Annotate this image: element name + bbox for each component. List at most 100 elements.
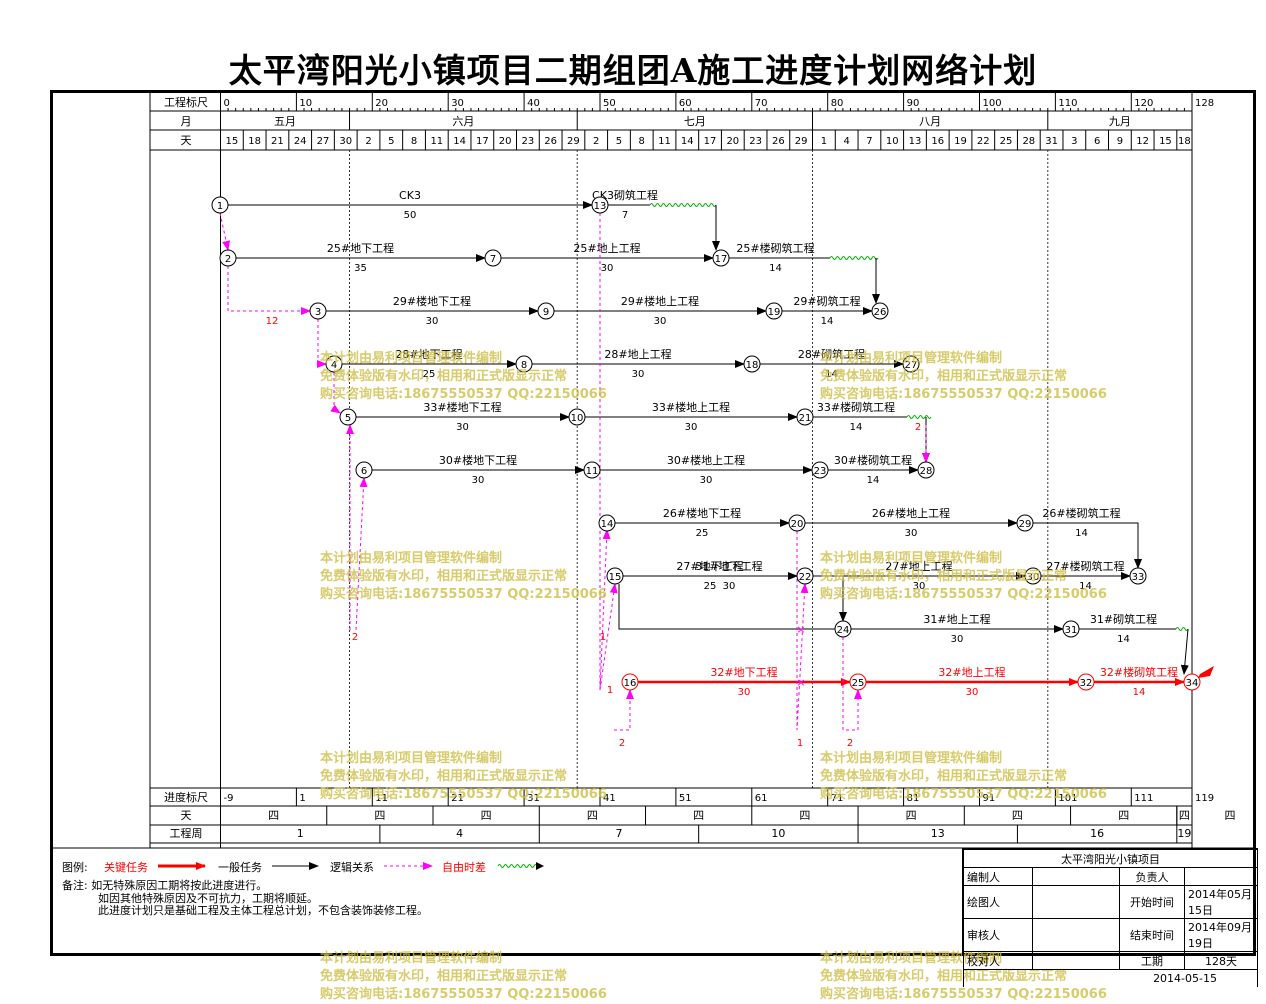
info-date: 2014-05-15 <box>963 969 1258 987</box>
progress-tick-label: 101 <box>1058 793 1077 804</box>
lag-label: 2 <box>847 738 853 749</box>
weekday-value: 四 <box>906 809 917 822</box>
task-name: 26#楼地下工程 <box>663 506 741 520</box>
network-node <box>583 461 601 479</box>
network-node <box>1077 673 1095 691</box>
end-flag-icon <box>1198 666 1214 678</box>
task-duration: 14 <box>821 316 834 327</box>
day-value: 9 <box>1117 136 1123 147</box>
info-project: 太平湾阳光小镇项目 <box>963 849 1258 868</box>
task-name: 31#砌筑工程 <box>1090 612 1157 626</box>
progress-tick-label: 11 <box>375 793 388 804</box>
logic-link <box>355 477 368 631</box>
task-duration: 14 <box>1117 634 1130 645</box>
task-duration: 30 <box>723 581 736 592</box>
progress-tick-label: -9 <box>224 793 234 804</box>
network-node <box>765 302 783 320</box>
week-value: 19 <box>1177 827 1191 840</box>
legend-general: 一般任务 <box>218 861 262 874</box>
task-duration: 30 <box>456 422 469 433</box>
node-label: 8 <box>521 360 527 371</box>
day-value: 16 <box>931 136 944 147</box>
lag-label: 1 <box>600 632 606 643</box>
day-value: 24 <box>294 136 307 147</box>
network-node <box>537 302 555 320</box>
node-label: 6 <box>361 466 367 477</box>
month-name: 五月 <box>274 115 296 128</box>
dependency-cross-marker: × <box>796 623 805 636</box>
info-responsible: 负责人 <box>1119 867 1185 886</box>
day-value: 10 <box>886 136 899 147</box>
day-value: 1 <box>821 136 827 147</box>
network-node <box>325 355 343 373</box>
day-value: 14 <box>453 136 466 147</box>
day-value: 11 <box>430 136 443 147</box>
task-duration: 30 <box>472 475 485 486</box>
info-checked-by: 校对人 <box>963 951 1033 970</box>
task-name: 27#地下工程 <box>676 560 743 573</box>
network-node <box>712 249 730 267</box>
month-name: 七月 <box>684 115 706 128</box>
task-duration: 7 <box>622 210 628 221</box>
node-label: 32 <box>1080 678 1093 689</box>
day-value: 27 <box>317 136 330 147</box>
task-duration: 25 <box>704 581 717 592</box>
task-duration: 14 <box>850 422 863 433</box>
notes: 备注: 如无特殊原因工期将按此进度进行。 如因其他特殊原因及不可抗力，工期将顺延… <box>62 879 428 918</box>
node-label: 16 <box>624 678 637 689</box>
task-name: 28#地上工程 <box>604 348 671 361</box>
legend-free-float: 自由时差 <box>442 861 486 874</box>
weekday-value: 四 <box>799 809 810 822</box>
node-label: 30 <box>1027 572 1040 583</box>
node-label: 31 <box>1065 625 1078 636</box>
network-node <box>1024 567 1042 585</box>
weekday-value: 四 <box>1012 809 1023 822</box>
weekday-value: 四 <box>1118 809 1129 822</box>
network-node <box>871 302 889 320</box>
network-node <box>834 620 852 638</box>
node-label: 26 <box>874 307 887 318</box>
progress-tick-label: 81 <box>907 793 920 804</box>
day-value: 23 <box>522 136 535 147</box>
ruler-tick-label: 50 <box>603 98 616 109</box>
node-label: 19 <box>768 307 781 318</box>
lag-label: 12 <box>266 316 279 327</box>
node-label: 21 <box>799 413 812 424</box>
lag-label: 2 <box>619 738 625 749</box>
day-value: 25 <box>1000 136 1013 147</box>
info-prepared-by: 编制人 <box>963 867 1033 886</box>
task-name: 30#楼地下工程 <box>439 453 517 467</box>
legend-float-arrowhead <box>536 862 544 870</box>
free-float-wave <box>1175 627 1189 631</box>
day-value: 8 <box>639 136 645 147</box>
network-node <box>339 408 357 426</box>
ruler-tick-label: 0 <box>224 98 230 109</box>
progress-tick-label: 21 <box>451 793 464 804</box>
network-node <box>1129 567 1147 585</box>
node-label: 7 <box>490 254 496 265</box>
task-name: 30#楼地上工程 <box>667 453 745 467</box>
task-duration: 30 <box>951 634 964 645</box>
network-node <box>621 673 639 691</box>
progress-tick-label: 119 <box>1195 793 1214 804</box>
task-duration: 25 <box>423 369 436 380</box>
weekday-value: 四 <box>693 809 704 822</box>
node-label: 10 <box>571 413 584 424</box>
task-name: 28#砌筑工程 <box>798 347 865 361</box>
task-name: CK3 <box>399 189 421 202</box>
task-duration: 30 <box>685 422 698 433</box>
task-branch-line <box>618 584 835 630</box>
network-node <box>211 196 229 214</box>
week-value: 13 <box>931 827 945 840</box>
node-label: 3 <box>315 307 321 318</box>
day-value: 28 <box>1022 136 1035 147</box>
task-arrow <box>623 575 847 622</box>
node-label: 2 <box>225 254 231 265</box>
ruler-tick-label: 90 <box>907 98 920 109</box>
note-line: 如因其他特殊原因及不可抗力，工期将顺延。 <box>98 891 318 905</box>
task-name: 32#地下工程 <box>710 666 777 679</box>
task-duration: 14 <box>769 263 782 274</box>
node-label: 22 <box>799 572 812 583</box>
progress-tick-label: 51 <box>679 793 692 804</box>
